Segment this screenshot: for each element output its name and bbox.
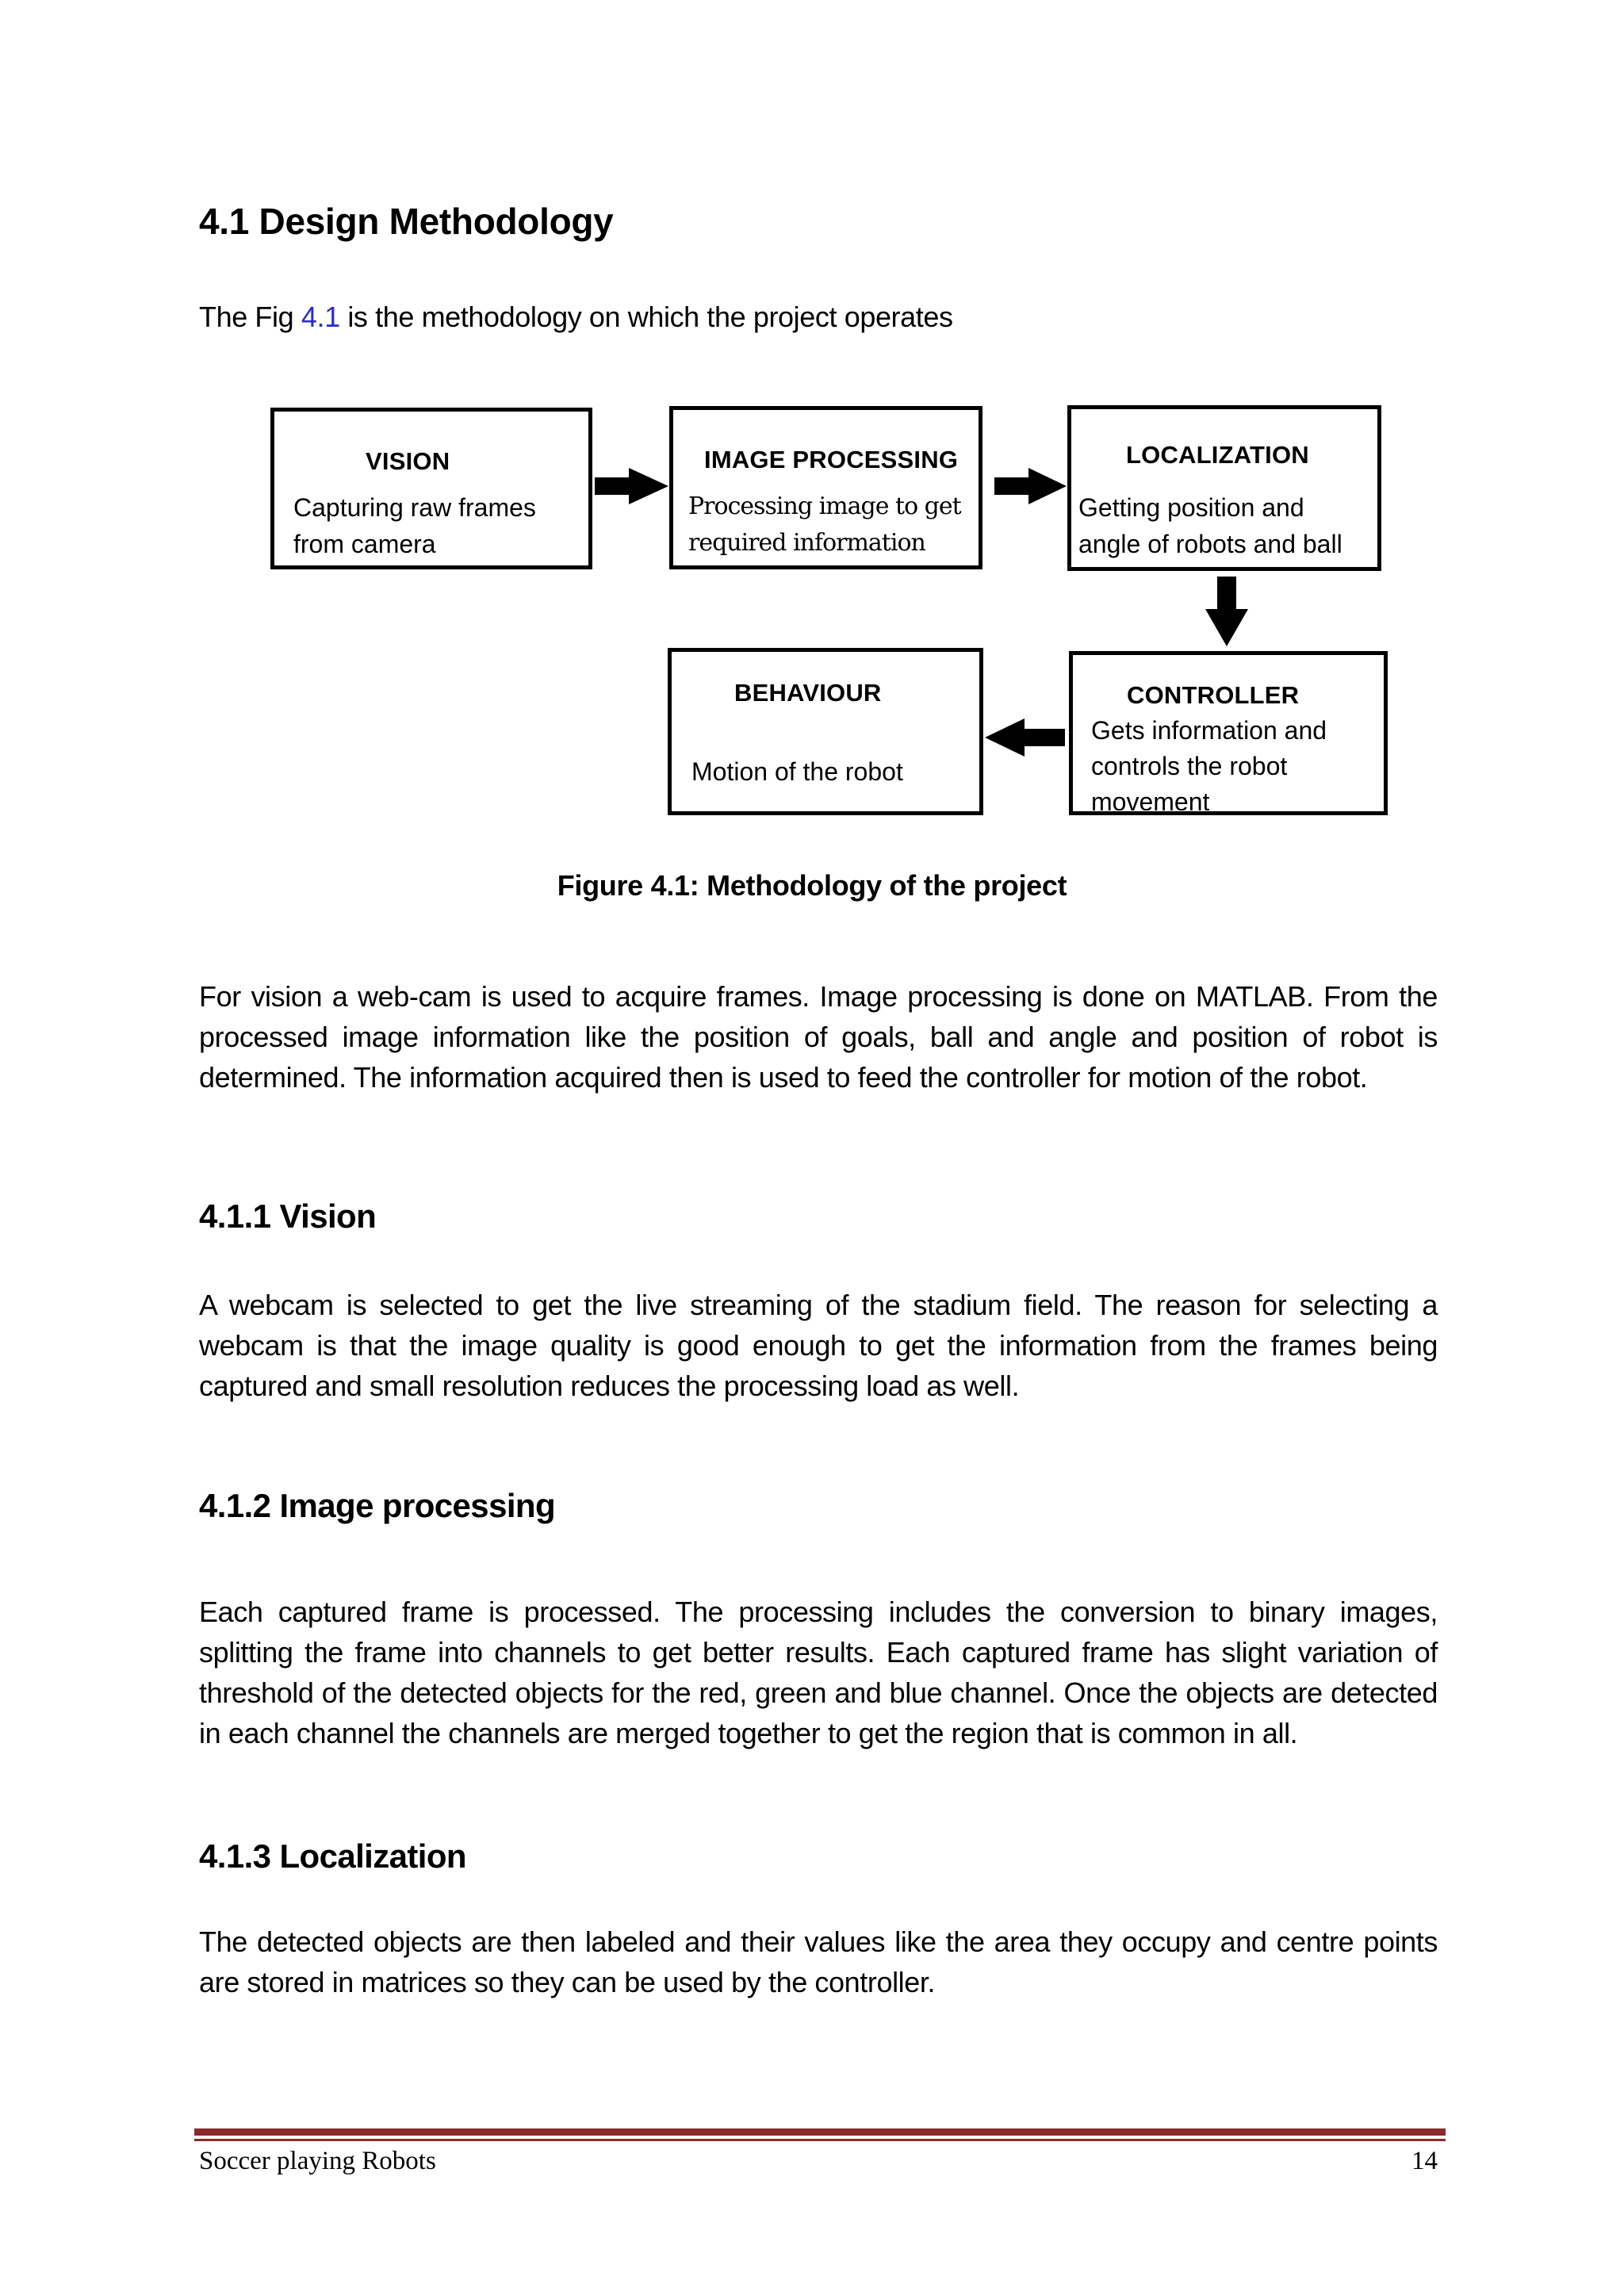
subsection-heading-vision: 4.1.1 Vision [199,1197,377,1235]
image-processing-box-title: IMAGE PROCESSING [704,446,959,473]
vision-box [270,408,592,569]
paragraph-image-processing: Each captured frame is processed. The pr… [199,1596,1438,1749]
paragraph-vision: A webcam is selected to get the live str… [199,1289,1438,1402]
subsection-heading-image-processing: 4.1.2 Image processing [199,1487,556,1524]
paragraph-localization: The detected objects are then labeled an… [199,1925,1438,1998]
controller-box-line3: movement [1091,787,1210,810]
controller-box-line2: controls the robot [1091,752,1288,780]
localization-box-line2: angle of robots and ball [1078,530,1342,558]
arrow-left-icon [985,718,1065,757]
subsection-heading-localization: 4.1.3 Localization [199,1837,467,1875]
behaviour-box-line1: Motion of the robot [691,757,903,786]
image-processing-box-line1: Processing image to get [688,492,962,520]
vision-box-title: VISION [366,447,450,475]
intro-text-after: is the methodology on which the project … [339,301,953,333]
footer-rule [194,2128,1446,2136]
vision-box-line2: from camera [293,530,436,558]
figure-link[interactable]: 4.1 [301,301,340,333]
intro-text-before: The Fig [199,301,301,333]
section-heading: 4.1 Design Methodology [199,201,614,242]
vision-box-line1: Capturing raw frames [293,493,536,522]
behaviour-box [668,648,983,815]
controller-box [1069,651,1388,815]
diagram-arrows [595,468,1248,757]
image-processing-box-line2: required information [688,529,926,557]
arrow-right-icon [994,468,1067,504]
controller-box-line1: Gets information and [1091,716,1327,745]
localization-box-title: LOCALIZATION [1126,441,1309,469]
page-number: 14 [1411,2147,1438,2175]
arrow-down-icon [1205,577,1248,646]
footer-rule-thin [194,2139,1446,2141]
behaviour-box-title: BEHAVIOUR [734,679,882,707]
footer-title: Soccer playing Robots [199,2147,436,2175]
localization-box-line1: Getting position and [1078,493,1304,522]
paragraph-methodology: For vision a web-cam is used to acquire … [199,980,1438,1094]
image-processing-box [669,406,982,569]
figure-caption: Figure 4.1: Methodology of the project [557,869,1067,902]
localization-box [1067,405,1381,571]
intro-text: The Fig 4.1 is the methodology on which … [199,297,1438,337]
arrow-right-icon [595,468,668,504]
controller-box-title: CONTROLLER [1127,681,1300,709]
